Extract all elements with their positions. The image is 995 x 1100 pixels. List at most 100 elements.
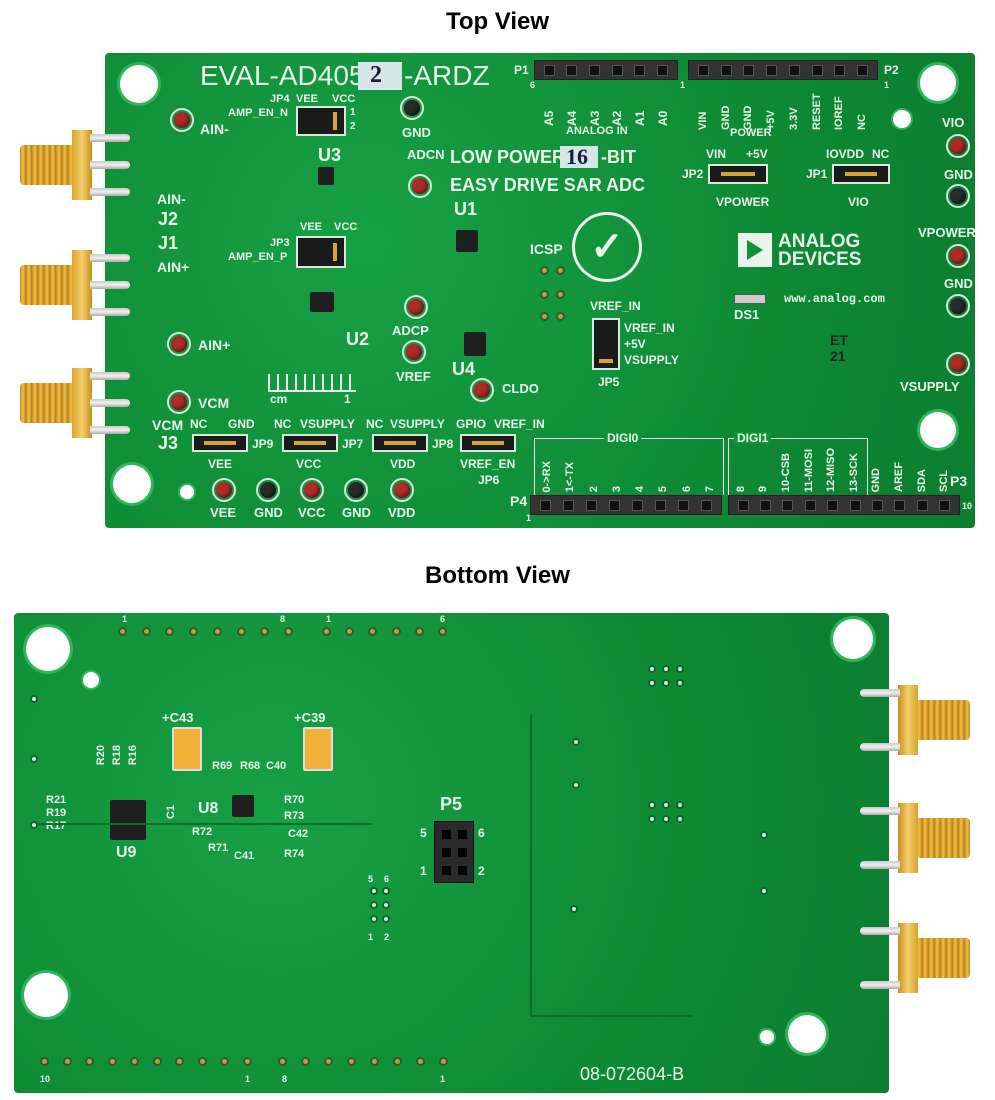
tp-label: AIN-: [200, 121, 229, 137]
via: [572, 781, 580, 789]
test-point-ain-plus[interactable]: [167, 332, 191, 356]
p3-pin-label: 10-CSB: [779, 452, 792, 492]
mounting-hole: [26, 627, 70, 671]
p2-header[interactable]: [688, 60, 878, 80]
tp-label: VCM: [198, 395, 230, 411]
ruler-mark: 1: [344, 392, 351, 406]
capacitor-label: C40: [266, 760, 287, 772]
jp8-jumper[interactable]: [372, 434, 428, 452]
tp-label: VDD: [388, 505, 416, 520]
jp6-jumper[interactable]: [460, 434, 516, 452]
tp-label: AIN+: [198, 337, 231, 353]
j3-signal-label: VCM: [152, 417, 184, 433]
p1-pin-label: A0: [655, 110, 670, 126]
u3-label: U3: [318, 145, 342, 165]
p3-header[interactable]: [728, 495, 960, 515]
p4-pin-label: 3: [610, 485, 623, 492]
jp2-label: JP2: [682, 167, 704, 181]
top-view-title: Top View: [445, 8, 550, 35]
test-point-ain-minus[interactable]: [170, 108, 194, 132]
resistor-label: R18: [111, 745, 123, 766]
p5-pin-mark: 5: [420, 826, 427, 840]
mounting-hole: [788, 1015, 826, 1053]
jp4-name: AMP_EN_N: [228, 107, 288, 119]
test-point-adcp[interactable]: [404, 295, 428, 319]
header-pads-top-right: [322, 627, 447, 643]
test-point-vio[interactable]: [946, 134, 970, 158]
resistor-label: R19: [46, 807, 67, 819]
test-point-vpower[interactable]: [946, 244, 970, 268]
pin-mark: 2: [384, 932, 390, 942]
tp-label: GND: [254, 505, 283, 520]
p4-pin-label: 6: [680, 485, 693, 492]
p3-pin-label: 11-MOSI: [802, 448, 815, 492]
test-point-gnd[interactable]: [256, 478, 280, 502]
tp-label: GND: [342, 505, 371, 520]
jp2-jumper[interactable]: [708, 164, 768, 184]
jp9-right-label: GND: [228, 417, 255, 431]
jp5-jumper[interactable]: [592, 318, 620, 370]
tp-label: VIO: [942, 115, 965, 130]
resistor-label: R17: [46, 820, 67, 832]
jp6-right-label: VREF_IN: [494, 417, 545, 431]
c43-text: C43: [169, 710, 194, 725]
c39-capacitor: [303, 727, 333, 771]
test-point-vcm[interactable]: [167, 390, 191, 414]
board-variant-handwritten: 2: [370, 62, 382, 88]
test-point-vsupply[interactable]: [946, 352, 970, 376]
jp2-name: VPOWER: [716, 195, 770, 209]
digi1-frame: [728, 438, 868, 495]
mounting-hole: [893, 110, 911, 128]
pcb-trace: [530, 715, 532, 1017]
p1-group-label: ANALOG IN: [566, 125, 628, 137]
resistor-label: R74: [284, 848, 305, 860]
icsp-label: ICSP: [530, 241, 563, 257]
sma-connector-j3[interactable]: [10, 368, 130, 438]
test-point-cldo[interactable]: [470, 378, 494, 402]
test-point-gnd[interactable]: [400, 96, 424, 120]
pin-mark: 1: [326, 614, 332, 624]
jp7-jumper[interactable]: [282, 434, 338, 452]
resolution-sticker: 16: [560, 144, 598, 169]
test-point-vee[interactable]: [212, 478, 236, 502]
test-point-vcc[interactable]: [300, 478, 324, 502]
p4-pin-label: 5: [657, 485, 670, 492]
jp3-jumper[interactable]: [296, 236, 346, 268]
sma-connector[interactable]: [860, 685, 980, 755]
jp9-name: VEE: [208, 457, 233, 471]
p4-header[interactable]: [530, 495, 722, 515]
jp7-right-label: VSUPPLY: [300, 417, 355, 431]
p1-header[interactable]: [534, 60, 678, 80]
p3-pin-label: 9: [757, 485, 770, 492]
sma-connector-j2[interactable]: [10, 130, 130, 200]
jp9-jumper[interactable]: [192, 434, 248, 452]
test-point-gnd[interactable]: [946, 184, 970, 208]
mounting-hole: [24, 973, 68, 1017]
jp9-label: JP9: [252, 437, 274, 451]
sma-connector[interactable]: [860, 803, 980, 873]
p1-pin-labels: A5 A4 A3 A2 A1 A0: [538, 86, 674, 126]
test-point-gnd[interactable]: [946, 294, 970, 318]
jp3-right-label: VCC: [334, 221, 358, 233]
tp-label: VREF: [396, 369, 431, 384]
test-point-vdd[interactable]: [390, 478, 414, 502]
jp4-jumper[interactable]: [296, 106, 346, 136]
p3-label: P3: [950, 473, 968, 489]
p5-header[interactable]: [434, 821, 474, 883]
p2-pin-end: 1: [884, 80, 890, 90]
p3-pin-labels: 8 9 10-CSB 11-MOSI 12-MISO 13-SCK GND AR…: [730, 446, 956, 492]
j1-signal-label: AIN+: [157, 259, 190, 275]
test-point-adcn[interactable]: [408, 174, 432, 198]
jp1-jumper[interactable]: [832, 164, 890, 184]
sma-connector[interactable]: [860, 923, 980, 993]
jp3-name: AMP_EN_P: [228, 251, 288, 263]
test-point-vref[interactable]: [402, 340, 426, 364]
p2-group-label: POWER: [730, 127, 772, 139]
resistor-label: R69: [212, 760, 233, 772]
icsp-header[interactable]: [538, 266, 568, 322]
p4-group-label: DIGI0: [604, 432, 642, 444]
u4-ic: [464, 332, 486, 356]
test-point-gnd[interactable]: [344, 478, 368, 502]
p2-pin-label: VIN: [696, 111, 709, 130]
sma-connector-j1[interactable]: [10, 250, 130, 320]
